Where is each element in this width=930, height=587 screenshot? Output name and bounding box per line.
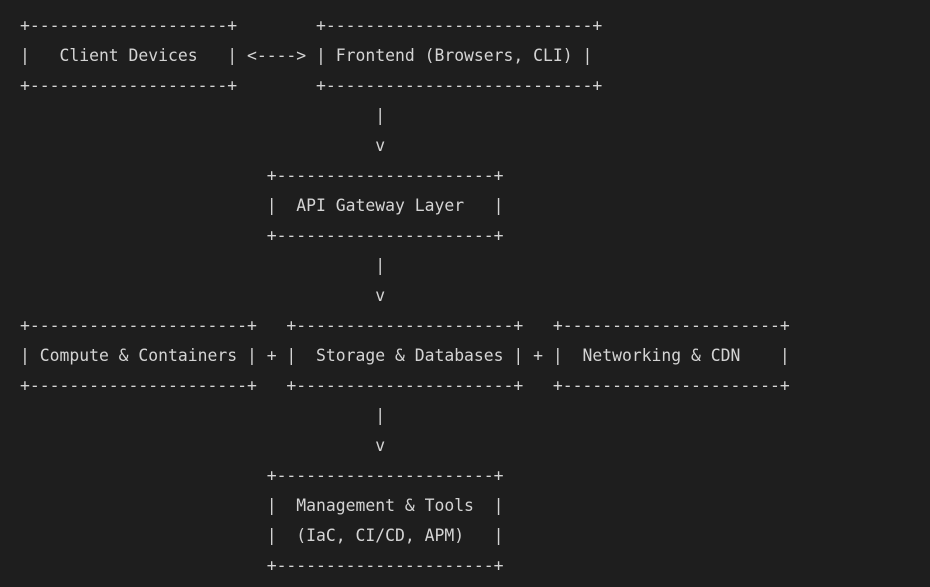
diagram-line-arrow-3: v [20,436,386,455]
diagram-line-services-top: +----------------------+ +--------------… [20,316,790,335]
diagram-line-management-bottom: +----------------------+ [20,556,504,575]
diagram-line-management-sublabel: | (IaC, CI/CD, APM) | [20,526,504,545]
diagram-line-connector-3: | [20,406,386,425]
diagram-line-services-labels: | Compute & Containers | + | Storage & D… [20,346,790,365]
ascii-architecture-diagram: +--------------------+ +----------------… [20,11,790,581]
diagram-line-arrow-1: v [20,136,386,155]
diagram-line-arrow-2: v [20,286,386,305]
diagram-line-gateway-label: | API Gateway Layer | [20,196,504,215]
diagram-line-client-frontend-top: +--------------------+ +----------------… [20,16,603,35]
diagram-line-connector-1: | [20,106,386,125]
diagram-line-gateway-bottom: +----------------------+ [20,226,504,245]
diagram-line-management-label: | Management & Tools | [20,496,504,515]
diagram-line-services-bottom: +----------------------+ +--------------… [20,376,790,395]
diagram-line-connector-2: | [20,256,386,275]
diagram-line-gateway-top: +----------------------+ [20,166,504,185]
diagram-line-client-frontend-bottom: +--------------------+ +----------------… [20,76,603,95]
diagram-line-client-frontend-labels: | Client Devices | <----> | Frontend (Br… [20,46,593,65]
diagram-line-management-top: +----------------------+ [20,466,504,485]
